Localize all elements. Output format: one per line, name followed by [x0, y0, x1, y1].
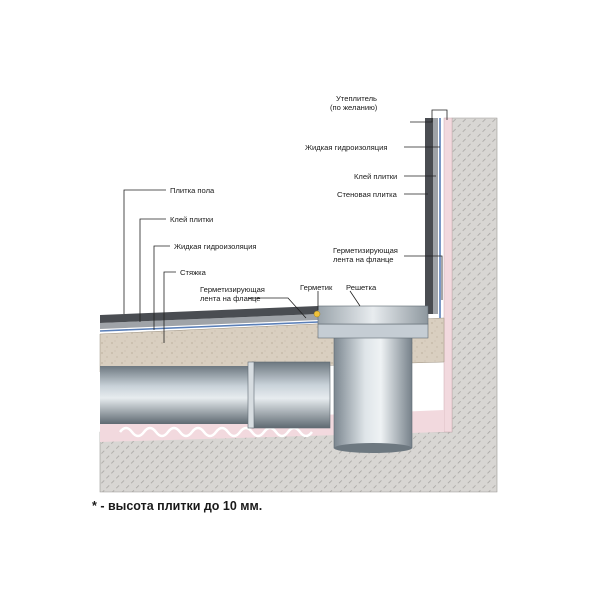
label-flange-tape-line1: Герметизирующая: [200, 285, 265, 294]
sealant-bead: [313, 310, 321, 318]
label-sealant: Герметик: [300, 283, 333, 292]
floor-tile: [100, 306, 318, 323]
label-insulation-line1: Утеплитель: [336, 94, 377, 103]
label-grate: Решетка: [346, 283, 377, 292]
wall-insulation: [443, 117, 453, 433]
label-insulation-line2: (по желанию): [330, 103, 378, 112]
label-floor-tile: Плитка пола: [170, 186, 215, 195]
footnote: * - высота плитки до 10 мм.: [92, 499, 263, 513]
drain-grate: [317, 305, 429, 325]
label-tile-glue: Клей плитки: [170, 215, 213, 224]
drain-body: [333, 335, 413, 449]
floor-waterproofing: [99, 321, 319, 332]
leader-lines: [123, 109, 448, 343]
label-wall-waterproofing: Жидкая гидроизоляция: [305, 143, 387, 152]
insulation-wave: [119, 426, 313, 438]
drain-bottom: [334, 443, 412, 453]
label-wall-tile-glue: Клей плитки: [354, 172, 397, 181]
drain-flange: [317, 323, 429, 339]
label-wall-tile: Стеновая плитка: [337, 190, 398, 199]
pipe-socket-ring: [247, 361, 255, 429]
label-liquid-waterproofing: Жидкая гидроизоляция: [174, 242, 256, 251]
label-screed: Стяжка: [180, 268, 207, 277]
pipe-socket: [251, 361, 331, 429]
wall-tile-glue: [433, 118, 438, 314]
label-wall-flange-tape-line2: лента на фланце: [333, 255, 394, 264]
wall-tile: [425, 118, 433, 314]
floor-tile-glue: [100, 314, 318, 329]
label-flange-tape-line2: лента на фланце: [200, 294, 261, 303]
label-wall-flange-tape-line1: Герметизирующая: [333, 246, 398, 255]
